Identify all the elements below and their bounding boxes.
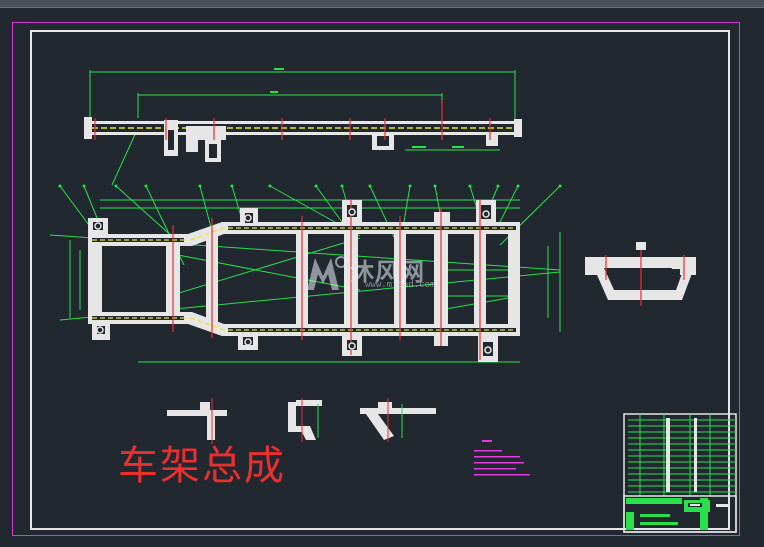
window-top-bar: [0, 0, 764, 8]
title-block: [623, 413, 737, 533]
detail-sections: [167, 398, 436, 444]
drawing-title: 车架总成: [118, 443, 286, 489]
watermark: 沐风网 www.mfcad.com: [305, 250, 470, 298]
sheet-inner-border: [30, 30, 730, 530]
watermark-brand: 沐风网: [350, 258, 425, 286]
plan-view-balloons: [58, 184, 562, 188]
side-view-dimensions: [89, 70, 516, 186]
side-view-frame-rail: [84, 68, 522, 186]
end-section-view: [585, 242, 696, 306]
mfcad-logo-icon: [307, 256, 347, 290]
watermark-url: www.mfcad.com: [365, 280, 436, 290]
sheet-outer-border: [12, 22, 740, 536]
technical-notes: [474, 440, 530, 476]
plan-view-frame: [49, 184, 562, 363]
side-view-dim-labels: [270, 68, 464, 148]
